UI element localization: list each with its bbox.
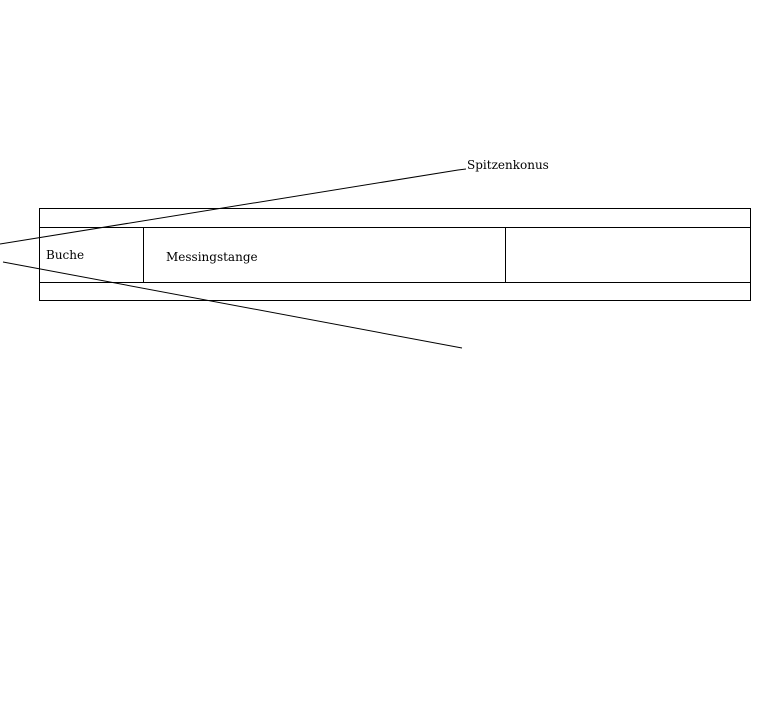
label-beech: Buche <box>46 248 84 262</box>
cone-upper-line <box>0 168 467 245</box>
label-tip-cone: Spitzenkonus <box>467 158 549 172</box>
cone-lower-line <box>2 261 463 349</box>
label-brass-rod: Messingstange <box>166 250 258 264</box>
outer-tube <box>39 208 751 301</box>
